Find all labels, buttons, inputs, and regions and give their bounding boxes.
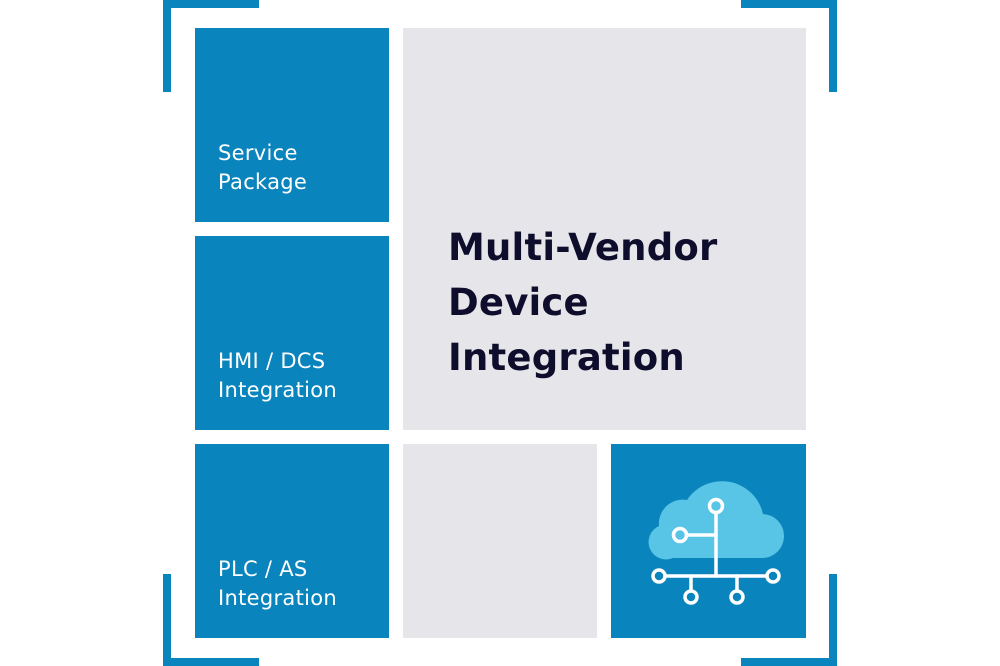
hmi-dcs-label-line1: HMI / DCS (218, 349, 326, 373)
corner-bracket-top-left (163, 0, 259, 92)
hmi-dcs-integration-tile: HMI / DCS Integration (195, 236, 389, 430)
hmi-dcs-label-line2: Integration (218, 378, 338, 402)
service-package-label-line2: Package (218, 170, 308, 194)
service-package-tile: Service Package (195, 28, 389, 222)
empty-gray-tile (403, 444, 597, 638)
service-package-label-line1: Service (218, 141, 298, 165)
multi-vendor-device-integration-tile: Multi-Vendor Device Integration (403, 28, 806, 430)
cloud-network-icon (648, 481, 785, 605)
plc-as-label-line2: Integration (218, 586, 338, 610)
main-title-line1: Multi-Vendor (448, 226, 718, 269)
plc-as-integration-tile: PLC / AS Integration (195, 444, 389, 638)
main-title-line3: Integration (448, 336, 685, 379)
plc-as-label-line1: PLC / AS (218, 557, 308, 581)
cloud-network-tile (611, 444, 806, 638)
corner-bracket-top-right (741, 0, 837, 92)
main-title: Multi-Vendor Device Integration (448, 220, 717, 385)
service-package-label: Service Package (218, 139, 307, 197)
corner-bracket-bottom-right (741, 574, 837, 666)
corner-bracket-bottom-left (163, 574, 259, 666)
plc-as-integration-label: PLC / AS Integration (218, 555, 337, 613)
main-title-line2: Device (448, 281, 589, 324)
hmi-dcs-integration-label: HMI / DCS Integration (218, 347, 337, 405)
